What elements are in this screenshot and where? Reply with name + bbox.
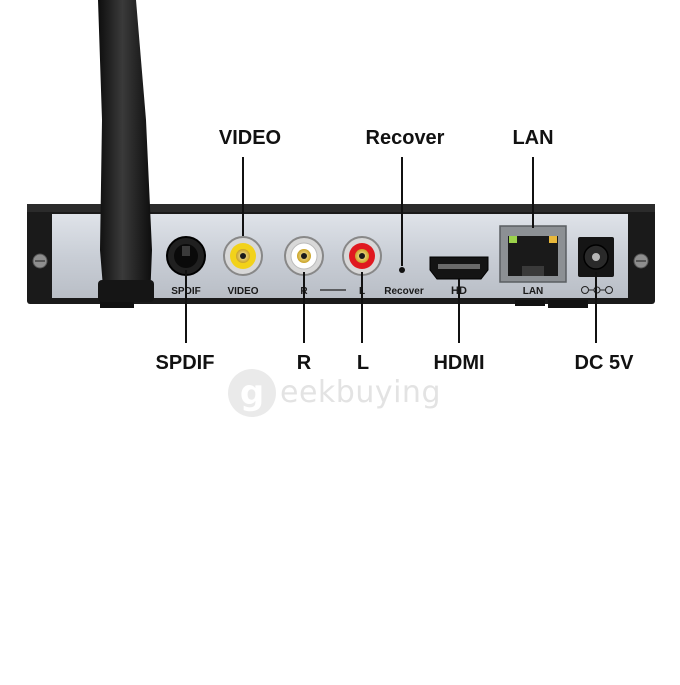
lan-led-icon [549,236,557,243]
hdmi-port [429,256,489,280]
recover-pinhole [399,267,405,273]
panel-label-recover: Recover [384,286,424,297]
dc-power-jack [578,237,614,277]
lan-led-icon [509,236,517,243]
callout-l: L [356,352,370,374]
spdif-port [166,236,206,276]
watermark-text: eekbuying [280,375,441,410]
callout-spdif: SPDIF [155,352,215,374]
panel-label-lan: LAN [523,286,544,297]
panel-label-video: VIDEO [227,286,258,297]
watermark: g eekbuying [228,368,441,418]
callout-video: VIDEO [218,127,282,149]
callout-r: R [296,352,312,374]
audio-l-jack [342,236,382,276]
screw-right [633,253,649,269]
callout-dc5v: DC 5V [574,352,634,374]
antenna-icon [98,0,154,302]
callout-hdmi: HDMI [433,352,485,374]
screw-left [32,253,48,269]
callout-recover: Recover [365,127,445,149]
watermark-logo-icon: g [228,369,276,417]
audio-r-jack [284,236,324,276]
lan-port [499,225,567,283]
video-jack [223,236,263,276]
callout-lan: LAN [512,127,554,149]
